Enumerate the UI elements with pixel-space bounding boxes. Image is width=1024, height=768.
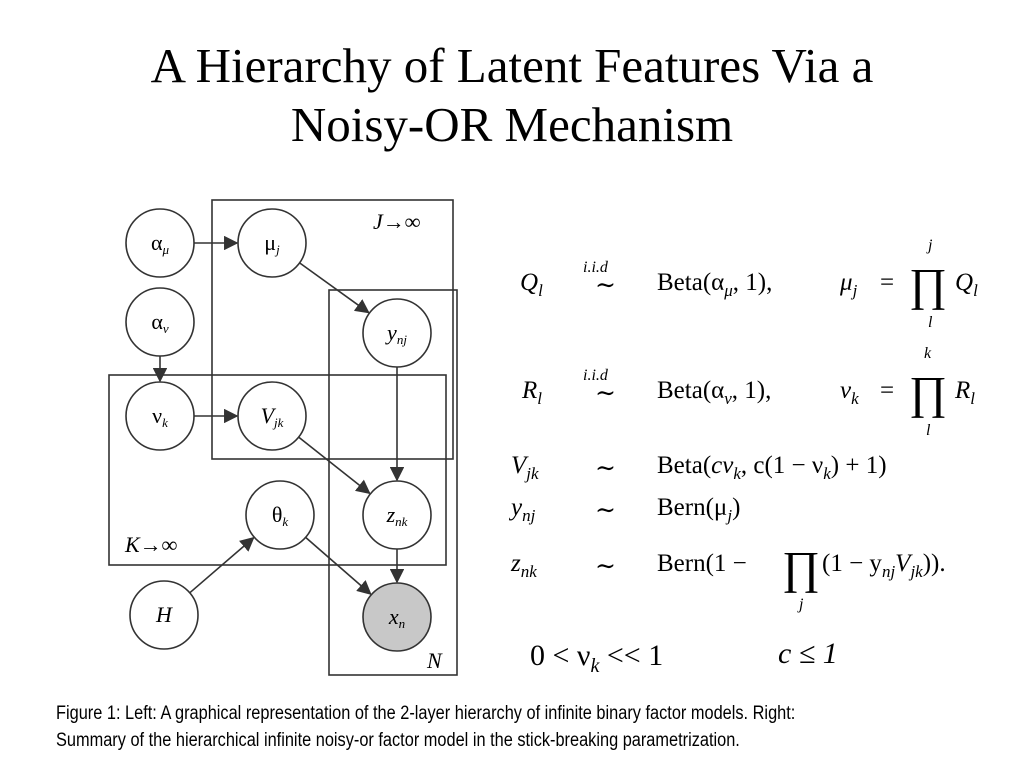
node-circle: [362, 582, 432, 652]
svg-text:j: j: [926, 237, 933, 254]
svg-text:∼: ∼: [595, 553, 616, 580]
svg-text:0 < νk << 1: 0 < νk << 1: [530, 639, 663, 677]
equation-row-y: ynj ∼ Bern(μj): [508, 494, 740, 525]
svg-text:Ql: Ql: [955, 269, 978, 300]
svg-text:i.i.d: i.i.d: [583, 367, 609, 384]
node-circle: [362, 298, 432, 368]
node-label: αν: [151, 309, 169, 336]
title-line-2: Noisy-OR Mechanism: [290, 97, 734, 152]
edge-H-to-theta-k: [189, 536, 255, 594]
node-circle: [129, 580, 199, 650]
figure-caption: Figure 1: Left: A graphical representati…: [56, 700, 873, 754]
node-circle: [125, 381, 195, 451]
svg-text:μj: μj: [839, 269, 858, 300]
svg-text:∼: ∼: [595, 455, 616, 482]
node-alpha-nu: αν: [125, 287, 195, 357]
svg-text:ynj: ynj: [508, 494, 536, 525]
node-label: znk: [386, 502, 408, 529]
svg-text:Ql: Ql: [520, 269, 543, 300]
node-label: ynj: [385, 320, 407, 347]
svg-text:∼: ∼: [595, 272, 616, 299]
svg-text:Beta(αν, 1),: Beta(αν, 1),: [657, 377, 771, 408]
node-circle: [245, 480, 315, 550]
node-y-nj: ynj: [362, 298, 432, 368]
node-label: xn: [388, 604, 405, 631]
caption-line-1: Figure 1: Left: A graphical representati…: [56, 703, 796, 724]
slide-title: A Hierarchy of Latent Features Via a Noi…: [0, 36, 1024, 154]
svg-text:∼: ∼: [595, 380, 616, 407]
equation-row-r: Rl i.i.d ∼ Beta(αν, 1), νk = k ∏ l Rl: [521, 345, 975, 439]
node-label: αμ: [151, 230, 170, 257]
node-label: Vjk: [261, 403, 284, 430]
plate-k: [108, 374, 447, 566]
node-circle: [362, 480, 432, 550]
svg-text:l: l: [926, 422, 931, 439]
svg-text:Rl: Rl: [521, 377, 542, 408]
svg-text:j: j: [797, 596, 804, 613]
svg-text:=: =: [880, 377, 894, 404]
svg-text:Bern(1 −: Bern(1 −: [657, 550, 747, 577]
plate-n: [328, 289, 458, 676]
svg-text:=: =: [880, 269, 894, 296]
node-circle: [125, 287, 195, 357]
edge-mu-j-to-y-nj: [299, 262, 370, 314]
svg-text:Vjk: Vjk: [511, 452, 539, 483]
constraints: 0 < νk << 1 c ≤ 1: [530, 637, 838, 677]
plate-k-label: K→∞: [124, 532, 178, 557]
svg-text:Beta(αμ, 1),: Beta(αμ, 1),: [657, 269, 772, 300]
equation-row-q: Ql i.i.d ∼ Beta(αμ, 1), μj = j ∏ l Ql: [520, 237, 978, 331]
node-theta-k: θk: [245, 480, 315, 550]
plate-j: [211, 199, 454, 460]
edge-theta-k-to-x-n: [305, 536, 372, 595]
node-alpha-mu: αμ: [125, 208, 195, 278]
node-V-jk: Vjk: [237, 381, 307, 451]
node-z-nk: znk: [362, 480, 432, 550]
node-circle: [237, 208, 307, 278]
node-H: H: [129, 580, 199, 650]
node-circle: [125, 208, 195, 278]
svg-text:Bern(μj): Bern(μj): [657, 494, 740, 525]
node-nu-k: νk: [125, 381, 195, 451]
svg-text:znk: znk: [510, 550, 537, 581]
svg-text:c ≤ 1: c ≤ 1: [778, 637, 838, 670]
svg-text:Beta(cνk, c(1 − νk) + 1): Beta(cνk, c(1 − νk) + 1): [657, 452, 887, 483]
equation-row-v: Vjk ∼ Beta(cνk, c(1 − νk) + 1): [511, 452, 887, 483]
node-label: μj: [264, 230, 280, 257]
svg-text:∏: ∏: [909, 367, 947, 418]
svg-text:k: k: [924, 345, 932, 362]
node-mu-j: μj: [237, 208, 307, 278]
node-circle: [237, 381, 307, 451]
svg-text:(1 − ynjVjk)).: (1 − ynjVjk)).: [822, 550, 946, 581]
svg-text:νk: νk: [840, 377, 859, 408]
caption-line-2: Summary of the hierarchical infinite noi…: [56, 730, 740, 751]
edge-V-jk-to-z-nk: [298, 436, 371, 495]
equation-row-z: znk ∼ Bern(1 − ∏ j (1 − ynjVjk)).: [510, 542, 946, 613]
node-x-n: xn: [362, 582, 432, 652]
svg-text:∏: ∏: [782, 542, 820, 593]
title-line-1: A Hierarchy of Latent Features Via a: [150, 38, 874, 93]
svg-text:l: l: [928, 314, 933, 331]
svg-text:∏: ∏: [909, 259, 947, 310]
svg-text:Rl: Rl: [954, 377, 975, 408]
node-label: νk: [152, 403, 168, 430]
svg-text:∼: ∼: [595, 497, 616, 524]
node-label: θk: [272, 502, 289, 529]
plate-n-label: N: [426, 648, 443, 673]
node-label: H: [155, 602, 173, 627]
svg-text:i.i.d: i.i.d: [583, 259, 609, 276]
plate-j-label: J→∞: [373, 209, 421, 234]
